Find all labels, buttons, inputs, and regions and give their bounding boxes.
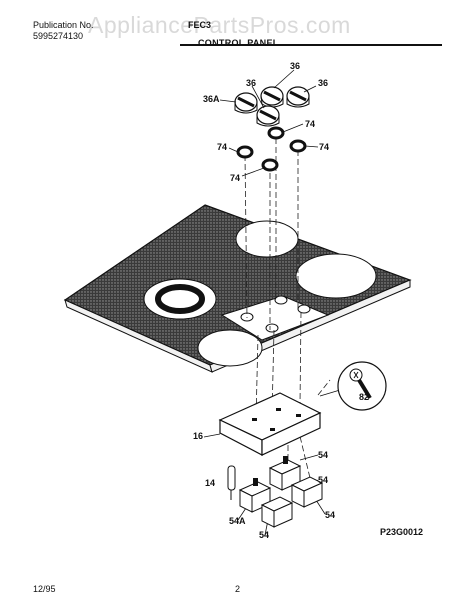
burner-element-front (197, 329, 263, 367)
callout-74-r2: 74 (319, 142, 330, 152)
burner-element-rear-right (295, 253, 377, 299)
knob-right (286, 86, 310, 108)
screw-callout (337, 361, 387, 411)
diagram-code: P23G0012 (380, 527, 424, 537)
publication-label: Publication No. (33, 20, 94, 30)
callout-74-r1: 74 (305, 119, 316, 129)
callout-36a: 36A (203, 94, 220, 104)
bezel-r1 (267, 126, 285, 140)
footer-date: 12/95 (33, 584, 56, 594)
publication-number: 5995274130 (33, 31, 84, 41)
callout-54-r2: 54 (318, 475, 329, 485)
bezel-l (236, 145, 254, 159)
indicator-light (227, 465, 236, 500)
section-title: CONTROL PANEL (198, 38, 279, 48)
callout-74-bl: 74 (230, 173, 241, 183)
switch-r2 (290, 476, 324, 508)
cooktop-glass (63, 204, 412, 373)
callout-74-l: 74 (217, 142, 228, 152)
burner-element-front-left-inner (155, 284, 205, 314)
knob-left (234, 92, 258, 114)
knob-middle (256, 105, 280, 127)
callout-54-b2: 54 (325, 510, 336, 520)
switch-b (260, 496, 294, 528)
callout-36-mid: 36 (246, 78, 257, 88)
switch-bracket (218, 392, 322, 456)
watermark: AppliancePartsPros.com (88, 12, 351, 38)
callout-82: 82 (359, 392, 370, 402)
callout-36-top: 36 (290, 61, 301, 71)
bezel-bl (261, 158, 279, 172)
header-rule (180, 44, 442, 46)
callout-14: 14 (205, 478, 216, 488)
footer-page: 2 (235, 584, 241, 594)
callout-54-b: 54 (259, 530, 270, 540)
callout-36-right: 36 (318, 78, 329, 88)
callout-54-r1: 54 (318, 450, 329, 460)
knob-top (260, 86, 284, 108)
guide-lines (244, 138, 331, 479)
bezels (236, 126, 307, 172)
bezel-r2 (289, 139, 307, 153)
callout-16: 16 (193, 431, 204, 441)
callout-54a: 54A (229, 516, 246, 526)
burner-element-rear-left (235, 220, 299, 258)
model-number: FEC3 (188, 20, 212, 30)
